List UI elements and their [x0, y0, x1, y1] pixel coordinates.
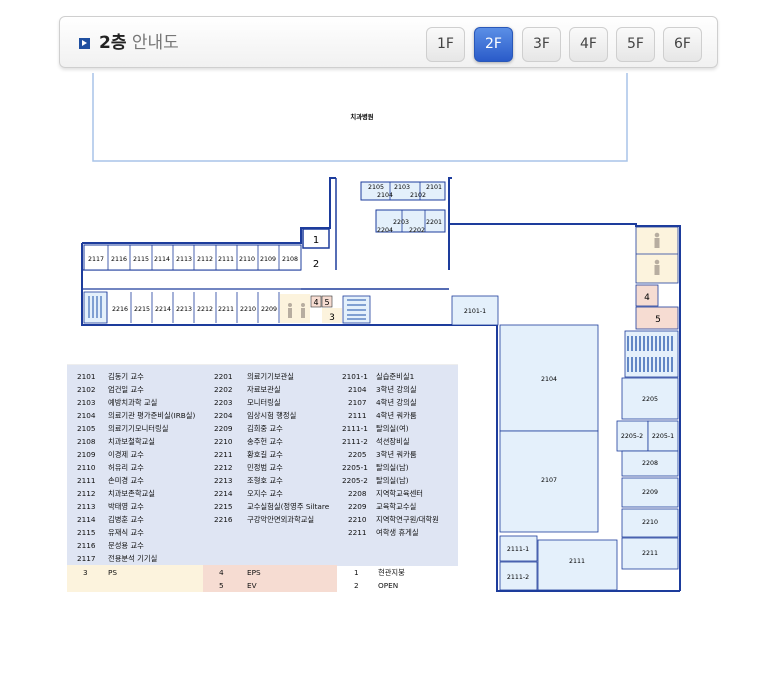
floor-guide-header: 2층 안내도 1F 2F 3F 4F 5F 6F [59, 16, 718, 68]
room-label: 2107 [541, 477, 557, 484]
page-title: 2층 안내도 [99, 33, 179, 53]
room-label: 2212 [197, 306, 213, 313]
room-label: 2116 [111, 256, 127, 263]
floor-tab-5f[interactable]: 5F [616, 27, 655, 62]
room-label: 2111 [218, 256, 234, 263]
marker-4: 4 [644, 293, 650, 303]
room-label: 2205 [642, 396, 658, 403]
room-label: 2214 [155, 306, 171, 313]
marker-4: 4 [313, 298, 318, 307]
room-label: 2112 [197, 256, 213, 263]
room-label: 2210 [642, 519, 658, 526]
hospital-outline [92, 73, 628, 162]
room-label: 2216 [112, 306, 128, 313]
marker-5: 5 [324, 298, 329, 307]
room-label: 2213 [176, 306, 192, 313]
room-label: 2101-1 [464, 308, 486, 315]
room-label: 2108 [282, 256, 298, 263]
room-label: 2110 [239, 256, 255, 263]
marker-5: 5 [655, 315, 661, 325]
room-label: 2114 [154, 256, 170, 263]
floor-tab-3f[interactable]: 3F [522, 27, 561, 62]
room-label: 2205-2 [621, 433, 643, 440]
room-label: 2117 [88, 256, 104, 263]
room-label: 2111-1 [507, 546, 529, 553]
marker-2: 2 [313, 259, 319, 270]
room-label: 2208 [642, 460, 658, 467]
room-label: 2105 [368, 184, 384, 191]
room-label: 2109 [260, 256, 276, 263]
arrow-right-icon [79, 38, 90, 49]
wing-left-wall [496, 325, 680, 592]
outer-wall-top [82, 177, 336, 244]
room-label: 2102 [410, 192, 426, 199]
room-label: 2215 [134, 306, 150, 313]
room-label: 2111-2 [507, 574, 529, 581]
room-label: 2115 [133, 256, 149, 263]
room-label: 2211 [218, 306, 234, 313]
room-label: 2101 [426, 184, 442, 191]
room-label: 2204 [377, 227, 393, 234]
floor-tab-2f[interactable]: 2F [474, 27, 513, 62]
room-label: 2104 [377, 192, 393, 199]
floor-tab-6f[interactable]: 6F [663, 27, 702, 62]
room-label: 2209 [261, 306, 277, 313]
room-label: 2103 [394, 184, 410, 191]
marker-1: 1 [313, 235, 319, 246]
hospital-label: 치과병원 [350, 112, 373, 121]
marker-3: 3 [329, 313, 335, 323]
floor-tab-4f[interactable]: 4F [569, 27, 608, 62]
core-wall-right [448, 177, 452, 270]
room-label: 2205-1 [652, 433, 674, 440]
room-label: 2104 [541, 376, 557, 383]
room-label: 2202 [409, 227, 425, 234]
room-label: 2211 [642, 550, 658, 557]
room-label: 2113 [176, 256, 192, 263]
room-label: 2209 [642, 489, 658, 496]
room-label: 2201 [426, 219, 442, 226]
room-label: 2203 [393, 219, 409, 226]
room-label: 2210 [240, 306, 256, 313]
room-label: 2111 [569, 558, 585, 565]
floor-tab-1f[interactable]: 1F [426, 27, 465, 62]
wing-right-wall [449, 223, 681, 591]
